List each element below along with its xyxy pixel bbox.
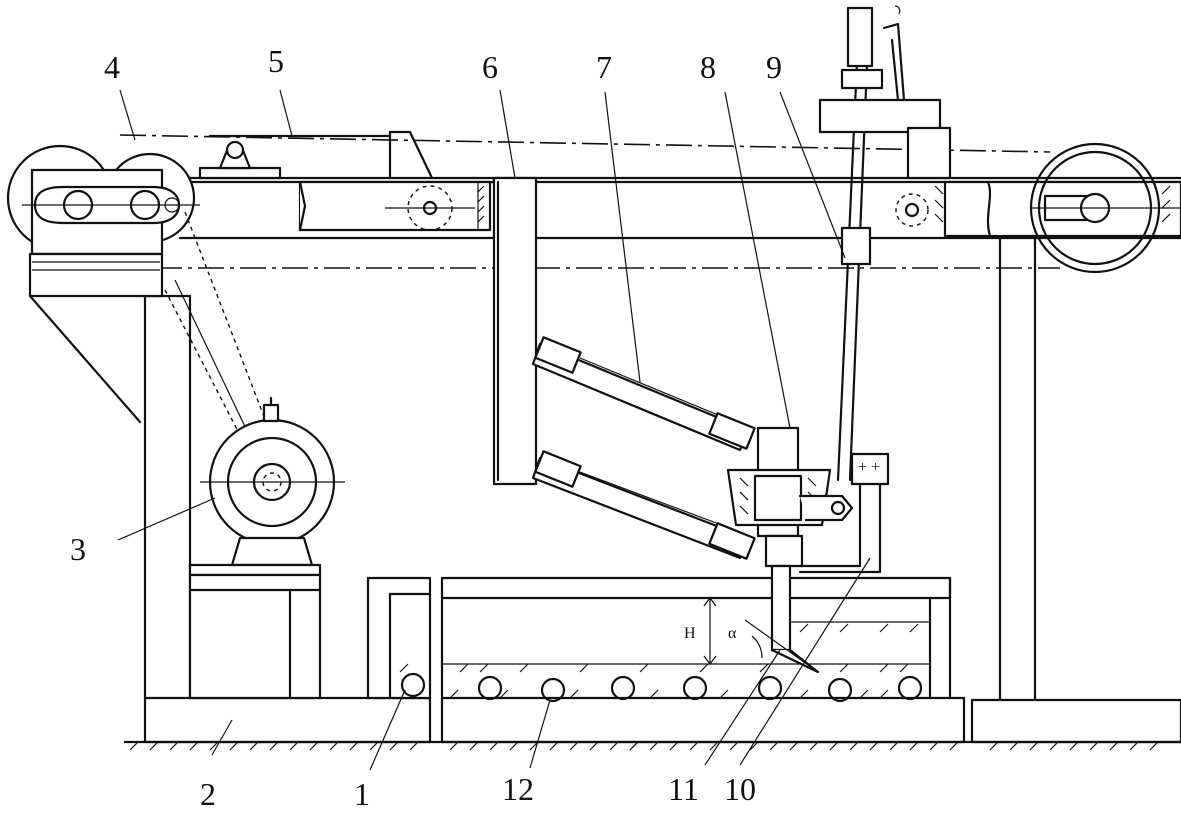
part-labels: 1 2 3 4 5 6 7 8 9 10 11 12 [70,43,782,812]
left-drum-assembly [6,144,200,424]
soil-trench [366,576,952,700]
label-8: 8 [700,49,716,85]
label-3: 3 [70,531,86,567]
label-12: 12 [502,771,534,807]
base-slab [143,696,1181,744]
hydraulic-arm-upper [531,336,756,452]
ground [123,740,1181,751]
motor [188,396,345,700]
rollers [400,672,923,703]
tool-tine [744,564,820,674]
depth-dimension-label: H [684,625,696,642]
label-2: 2 [200,776,216,812]
top-track [119,130,1051,232]
leader-lines [117,89,871,771]
angle-dimension-label: α [728,625,737,642]
svg-text:+ +: + + [858,459,880,476]
label-5: 5 [268,43,284,79]
label-6: 6 [482,49,498,85]
label-10: 10 [724,771,756,807]
label-4: 4 [104,49,120,85]
label-7: 7 [596,49,612,85]
vertical-mast [492,176,538,486]
depth-dimension: H α [684,597,737,665]
label-11: 11 [668,771,699,807]
tool-carrier: + + [726,426,890,574]
hydraulic-arm-lower [531,450,756,560]
control-rod [818,5,952,482]
label-9: 9 [766,49,782,85]
label-1: 1 [354,776,370,812]
right-drum [895,142,1181,274]
